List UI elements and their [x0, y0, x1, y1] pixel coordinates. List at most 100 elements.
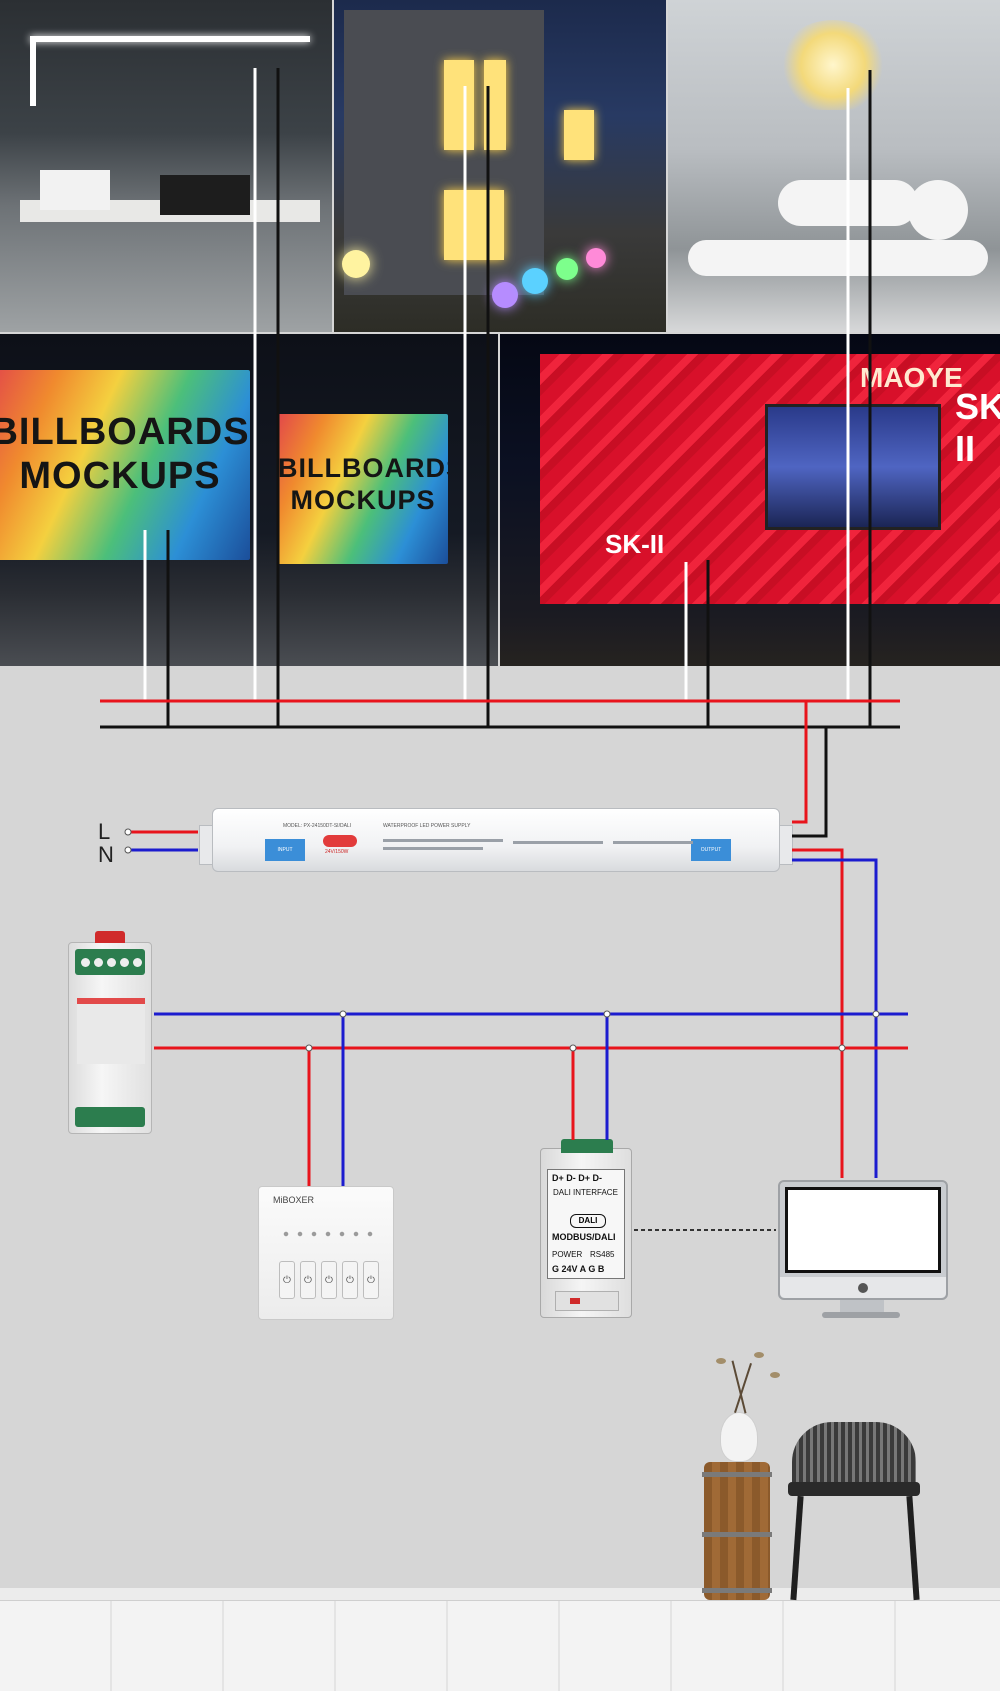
- barrel-stool: [702, 1462, 772, 1600]
- computer-monitor: [778, 1180, 948, 1300]
- chair-back: [792, 1422, 916, 1492]
- panel-indicator-row: [279, 1231, 377, 1237]
- junction: [603, 1010, 611, 1018]
- modbus-dali-interface: D+ D- D+ D- DALI INTERFACE DALI MODBUS/D…: [540, 1139, 632, 1318]
- mains-terminal: [124, 828, 132, 836]
- monitor-screen: [785, 1187, 941, 1273]
- billboard-line-2: MOCKUPS: [19, 455, 221, 497]
- dali-bus-blue-feed: [792, 858, 878, 1178]
- apple-icon: [858, 1283, 868, 1293]
- psu-brand-logo: [323, 835, 357, 847]
- psu-spec-line: [513, 841, 603, 844]
- mall-screen: [765, 404, 941, 530]
- junction: [872, 1010, 880, 1018]
- psu-input-tag: INPUT: [265, 839, 305, 861]
- mall-sign: SK-II: [605, 529, 665, 559]
- status-led: [570, 1298, 580, 1304]
- panel-brand: MiBOXER: [273, 1195, 315, 1205]
- psu-input-label: INPUT: [277, 847, 293, 853]
- billboard-line-1: BILLBOARDS: [278, 453, 448, 483]
- stool-band: [702, 1472, 772, 1477]
- billboard-text: BILLBOARDS MOCKUPS: [0, 410, 250, 498]
- psu-output-label: OUTPUT: [700, 847, 722, 853]
- billboard-right: BILLBOARDS MOCKUPS: [278, 414, 448, 564]
- wall-control-panel: MiBOXER ⏻ ⏻ ⏻ ⏻ ⏻: [258, 1186, 394, 1320]
- din-clip: [95, 931, 125, 943]
- armchair: [908, 180, 968, 240]
- psu-title: WATERPROOF LED POWER SUPPLY: [383, 823, 471, 829]
- villa-window: [444, 60, 474, 150]
- office-monitor: [40, 170, 110, 210]
- office-monitor: [160, 175, 250, 215]
- leaf: [754, 1352, 764, 1358]
- power-icon[interactable]: ⏻: [321, 1261, 337, 1299]
- terminal-screw: [133, 958, 142, 967]
- psu-model: MODEL: PX-24150DT-SI/DALI: [283, 823, 352, 829]
- billboard-photo: BILLBOARDS MOCKUPS BILLBOARDS MOCKUPS: [0, 334, 498, 666]
- villa-window: [444, 190, 504, 260]
- psu-spec-line: [613, 841, 693, 844]
- terminal-screw: [107, 958, 116, 967]
- psu-end-cap: [779, 825, 793, 865]
- dali-front-label: D+ D- D+ D- DALI INTERFACE DALI MODBUS/D…: [547, 1169, 625, 1279]
- label-neutral: N: [98, 842, 114, 867]
- terminal-screw: [81, 958, 90, 967]
- garden-globe: [342, 250, 370, 278]
- sofa: [688, 240, 988, 276]
- mall-photo: MAOYE SK-II SK-II: [500, 334, 1000, 666]
- dali-pins-label: G 24V A G B: [552, 1264, 605, 1274]
- ceiling-light: [30, 36, 36, 106]
- dali-rs485-label: RS485: [590, 1250, 615, 1259]
- junction-dots: [124, 828, 880, 1052]
- billboard-line-1: BILLBOARDS: [0, 411, 250, 453]
- mains-terminal: [124, 846, 132, 854]
- psu-spec-line: [383, 847, 483, 850]
- power-icon[interactable]: ⏻: [300, 1261, 316, 1299]
- black-drop-wires: [166, 68, 872, 727]
- monitor-foot: [822, 1312, 900, 1318]
- mall-sign: SK-II: [955, 386, 1000, 469]
- junction: [838, 1044, 846, 1052]
- lobby-photo: [668, 0, 1000, 332]
- leaf: [770, 1372, 780, 1378]
- chair-seat: [788, 1482, 920, 1496]
- white-drop-wires: [143, 68, 850, 700]
- garden-globe: [522, 268, 548, 294]
- terminal-screw: [120, 958, 129, 967]
- villa-window: [564, 110, 594, 160]
- dali-power-label: POWER: [552, 1250, 583, 1259]
- power-icon[interactable]: ⏻: [279, 1261, 295, 1299]
- junction: [569, 1044, 577, 1052]
- psu-output-negative: [792, 727, 828, 838]
- power-icon[interactable]: ⏻: [363, 1261, 379, 1299]
- vase: [720, 1412, 758, 1462]
- leaf: [716, 1358, 726, 1364]
- garden-globe: [492, 282, 518, 308]
- stool-band: [702, 1532, 772, 1537]
- dali-name: MODBUS/DALI: [552, 1232, 616, 1242]
- terminal-block: [561, 1139, 613, 1153]
- junction: [339, 1010, 347, 1018]
- billboard-line-2: MOCKUPS: [290, 485, 436, 515]
- mall-sign: MAOYE: [860, 362, 963, 393]
- psu-rating: 24V/150W: [325, 849, 349, 855]
- billboard-text: BILLBOARDS MOCKUPS: [278, 452, 448, 516]
- monitor-stand: [840, 1300, 884, 1312]
- terminal-screw: [94, 958, 103, 967]
- dali-interface-label: DALI INTERFACE: [553, 1188, 618, 1197]
- power-icon[interactable]: ⏻: [342, 1261, 358, 1299]
- junction: [305, 1044, 313, 1052]
- dali-terminals-label: D+ D- D+ D-: [552, 1173, 603, 1183]
- din-rail-power-module: [68, 931, 152, 1134]
- garden-globe: [586, 248, 606, 268]
- psu-spec-line: [383, 839, 503, 842]
- dali-badge: DALI: [570, 1214, 606, 1228]
- stool-band: [702, 1588, 772, 1593]
- module-label: [77, 998, 145, 1064]
- garden-globe: [556, 258, 578, 280]
- psu-output-tag: OUTPUT: [691, 839, 731, 861]
- terminal-block: [75, 949, 145, 975]
- wood-floor: [0, 1600, 1000, 1691]
- terminal-block: [555, 1291, 619, 1311]
